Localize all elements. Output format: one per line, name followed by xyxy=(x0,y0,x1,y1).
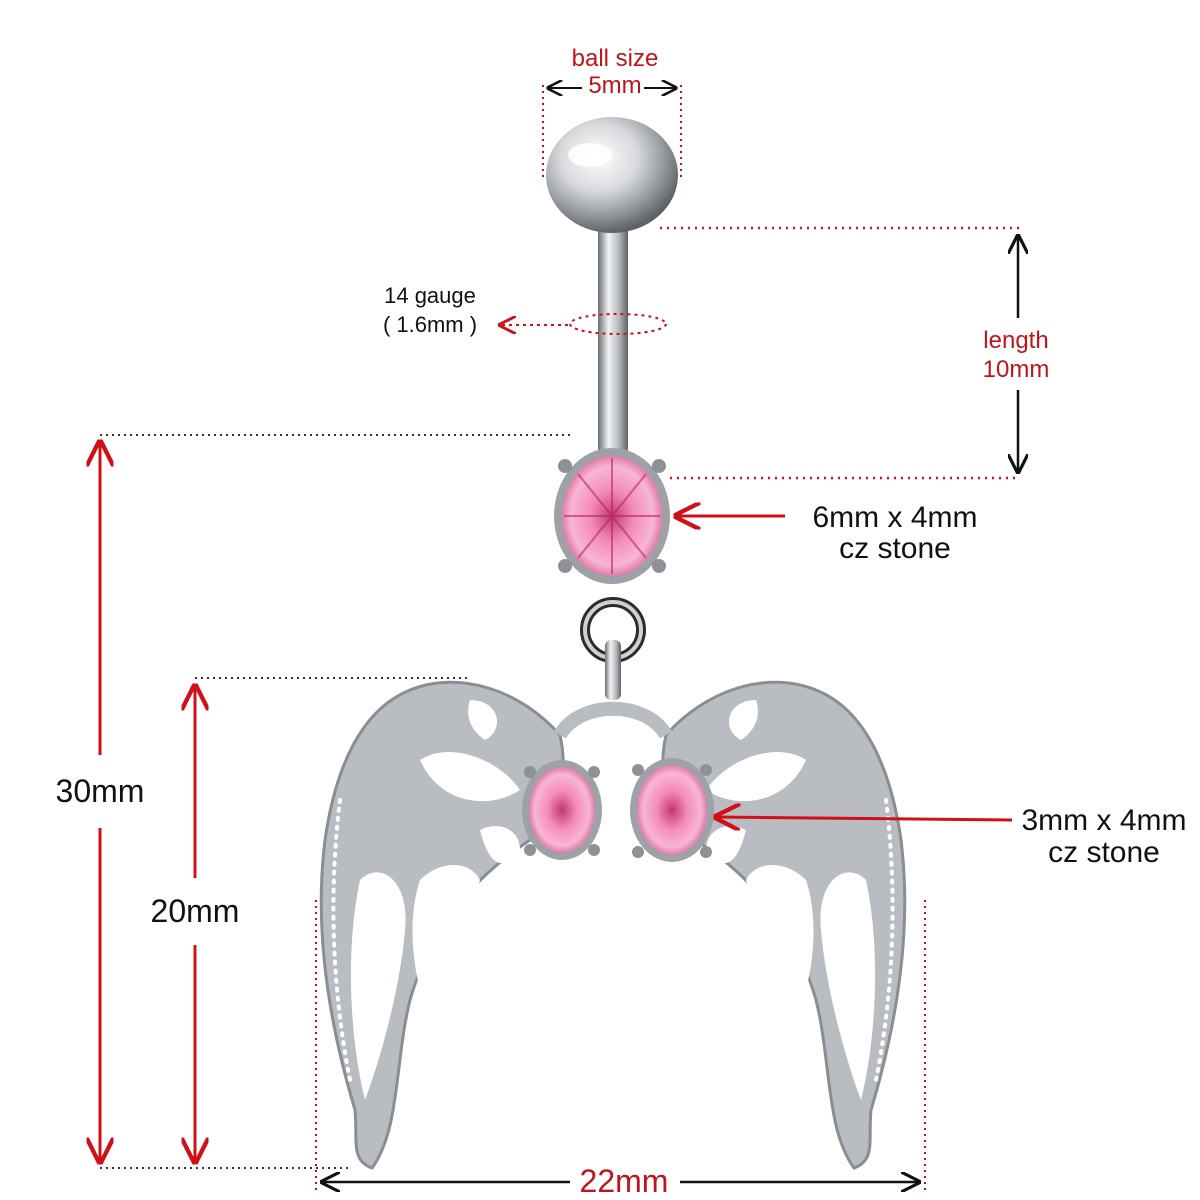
ball-size-caption: ball size xyxy=(572,45,659,72)
barbell-bar xyxy=(598,220,628,460)
wing-stone-type: cz stone xyxy=(1048,836,1160,869)
charm-width-dimension: 22mm xyxy=(315,900,926,1199)
ball-size-annotation: ball size 5mm xyxy=(542,45,682,180)
top-ball xyxy=(546,117,678,233)
left-wing-cz-stone xyxy=(522,760,602,860)
charm-height-dimension: 20mm xyxy=(151,677,470,1162)
top-stone-size: 6mm x 4mm xyxy=(813,501,978,534)
total-height-dimension: 30mm xyxy=(56,434,572,1169)
top-stone-type: cz stone xyxy=(839,532,951,565)
gauge-annotation: 14 gauge ( 1.6mm ) xyxy=(383,283,667,337)
right-wing-cz-stone xyxy=(630,758,714,862)
ball-size-value: 5mm xyxy=(588,72,641,99)
length-annotation: length 10mm xyxy=(660,226,1050,480)
top-cz-stone xyxy=(554,448,670,584)
charm-height-value: 20mm xyxy=(151,893,240,929)
angel-wings-charm xyxy=(319,680,907,1170)
wing-stone-size: 3mm x 4mm xyxy=(1022,804,1187,837)
length-value: 10mm xyxy=(983,356,1050,383)
wing-stones-annotation: 3mm x 4mm cz stone xyxy=(716,804,1187,869)
charm-width-value: 22mm xyxy=(580,1163,669,1199)
length-caption: length xyxy=(983,327,1048,354)
gauge-line1: 14 gauge xyxy=(384,283,476,308)
total-height-value: 30mm xyxy=(56,773,145,809)
top-stone-annotation: 6mm x 4mm cz stone xyxy=(676,501,978,565)
jewelry-illustration xyxy=(319,117,907,1170)
gauge-line2: ( 1.6mm ) xyxy=(383,312,477,337)
